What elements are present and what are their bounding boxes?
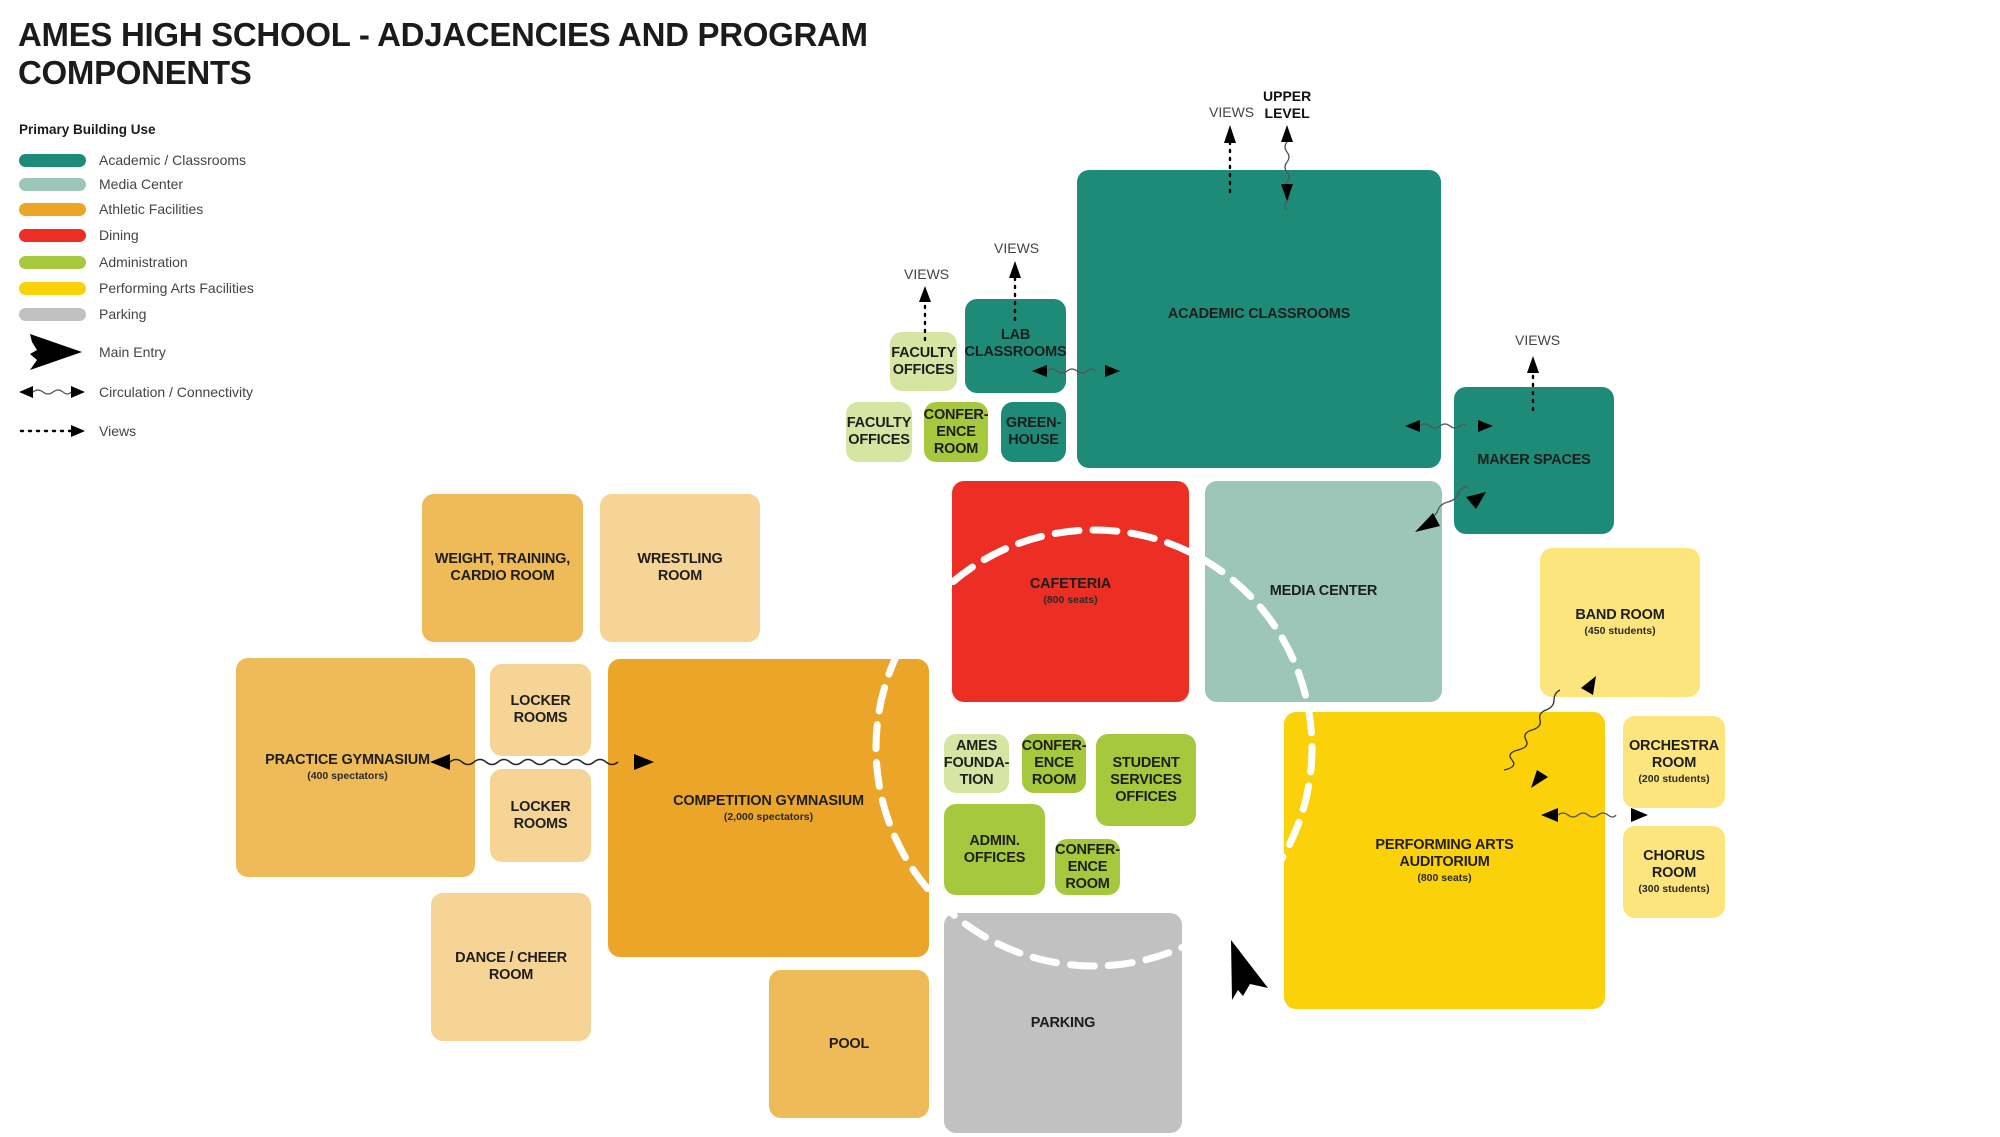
views-arrow-icon [19,425,85,437]
swatch-parking [19,307,86,321]
room-band[interactable]: BAND ROOM (450 students) [1540,548,1700,697]
room-cafeteria[interactable]: CAFETERIA (800 seats) [952,481,1189,702]
room-dance-cheer[interactable]: DANCE / CHEER ROOM [431,893,591,1041]
room-label: CONFER- ENCE ROOM [923,406,989,457]
room-label: FACULTY OFFICES [846,415,912,448]
room-label: PARKING [1030,1014,1096,1031]
room-label: AMES FOUNDA- TION [943,738,1010,788]
room-label: WEIGHT, TRAINING, CARDIO ROOM [434,551,571,584]
room-label: CAFETERIA [1029,576,1112,592]
legend-item-admin: Administration [19,252,188,272]
room-competition-gymnasium[interactable]: COMPETITION GYMNASIUM (2,000 spectators) [608,659,929,957]
room-label: PRACTICE GYMNASIUM [265,752,430,768]
room-label: CHORUS ROOM [1643,848,1705,881]
room-faculty-offices-1[interactable]: FACULTY OFFICES [890,332,957,391]
room-chorus[interactable]: CHORUS ROOM (300 students) [1623,826,1725,918]
room-greenhouse[interactable]: GREEN- HOUSE [1001,402,1066,462]
views-label-faculty: VIEWS [904,266,950,282]
room-media-center[interactable]: MEDIA CENTER [1205,481,1442,702]
legend-label: Circulation / Connectivity [99,384,254,400]
room-label: FACULTY OFFICES [891,344,956,378]
views-label-academic: VIEWS [1209,104,1255,120]
room-conference-3[interactable]: CONFER- ENCE ROOM [1055,839,1120,895]
swatch-admin [19,255,86,269]
room-student-services[interactable]: STUDENT SERVICES OFFICES [1096,734,1196,826]
room-label: LOCKER ROOMS [510,693,571,726]
room-label: MEDIA CENTER [1269,583,1378,599]
room-lab-classrooms[interactable]: LAB CLASSROOMS [964,299,1067,393]
legend-heading: Primary Building Use [19,122,156,137]
legend-label: Main Entry [99,344,166,360]
room-conference-2[interactable]: CONFER- ENCE ROOM [1021,734,1087,793]
room-label: POOL [828,1035,870,1052]
room-orchestra[interactable]: ORCHESTRA ROOM (200 students) [1623,716,1725,808]
legend-label: Parking [99,306,147,322]
legend-item-arts: Performing Arts Facilities [19,278,254,298]
main-entry-arrow-icon[interactable] [1231,940,1268,1000]
room-maker-spaces[interactable]: MAKER SPACES [1454,387,1614,534]
room-label: CONFER- ENCE ROOM [1021,738,1087,788]
room-label: ORCHESTRA ROOM [1628,738,1720,771]
room-admin-offices[interactable]: ADMIN. OFFICES [944,804,1045,895]
room-pool[interactable]: POOL [769,970,929,1118]
circulation-arrow-icon [19,386,85,398]
room-weight-training[interactable]: WEIGHT, TRAINING, CARDIO ROOM [422,494,583,642]
room-capacity: (300 students) [1638,883,1710,895]
room-locker-rooms-2[interactable]: LOCKER ROOMS [490,769,591,862]
room-label: ACADEMIC CLASSROOMS [1167,305,1351,322]
swatch-dining [19,228,86,242]
room-academic-classrooms[interactable]: ACADEMIC CLASSROOMS [1077,170,1441,468]
legend-label: Dining [99,227,139,243]
room-label: LAB CLASSROOMS [964,327,1067,360]
room-label: COMPETITION GYMNASIUM [673,792,864,809]
room-conference-1[interactable]: CONFER- ENCE ROOM [923,402,989,462]
room-label: LOCKER ROOMS [510,798,571,832]
views-label-lab: VIEWS [994,240,1040,256]
room-label: MAKER SPACES [1477,452,1591,468]
room-parking[interactable]: PARKING [944,913,1182,1133]
legend-label: Views [99,423,137,439]
swatch-arts [19,281,86,295]
room-label: STUDENT SERVICES OFFICES [1110,754,1182,805]
room-label: DANCE / CHEER ROOM [455,950,567,983]
legend-label: Performing Arts Facilities [99,280,254,296]
swatch-media [19,177,86,191]
main-entry-arrow-icon [30,334,82,370]
room-capacity: (800 seats) [1043,594,1098,606]
legend-label: Media Center [99,176,184,192]
views-label-maker: VIEWS [1515,332,1561,348]
swatch-academic [19,153,86,167]
room-label: BAND ROOM [1575,607,1665,623]
legend-item-dining: Dining [19,225,139,245]
legend-item-athletic: Athletic Facilities [19,199,203,219]
room-label: GREEN- HOUSE [1005,415,1062,448]
room-capacity: (450 students) [1584,625,1656,637]
room-label: CONFER- ENCE ROOM [1055,841,1120,892]
room-performing-arts-auditorium[interactable]: PERFORMING ARTS AUDITORIUM (800 seats) [1284,712,1605,1009]
room-capacity: (2,000 spectators) [723,810,814,823]
legend-item-media: Media Center [19,174,183,194]
legend: Primary Building Use [19,122,319,145]
room-practice-gymnasium[interactable]: PRACTICE GYMNASIUM (400 spectators) [236,658,475,877]
room-locker-rooms-1[interactable]: LOCKER ROOMS [490,664,591,756]
legend-item-parking: Parking [19,304,146,324]
room-label: PERFORMING ARTS AUDITORIUM [1375,836,1514,870]
room-ames-foundation[interactable]: AMES FOUNDA- TION [944,734,1009,793]
upper-level-label: UPPER LEVEL [1263,88,1312,121]
swatch-athletic [19,202,86,216]
room-capacity: (200 students) [1638,773,1710,785]
room-faculty-offices-2[interactable]: FACULTY OFFICES [846,402,912,462]
room-capacity: (400 spectators) [307,770,388,782]
legend-label: Administration [99,254,188,270]
room-capacity: (800 seats) [1417,871,1472,884]
legend-label: Athletic Facilities [99,201,204,217]
room-label: ADMIN. OFFICES [963,832,1026,866]
legend-label: Academic / Classrooms [99,152,247,168]
room-label: WRESTLING ROOM [637,551,723,584]
room-wrestling[interactable]: WRESTLING ROOM [600,494,760,642]
legend-item-academic: Academic / Classrooms [19,150,246,170]
diagram-title: AMES HIGH SCHOOL - ADJACENCIES AND PROGR… [18,16,868,91]
